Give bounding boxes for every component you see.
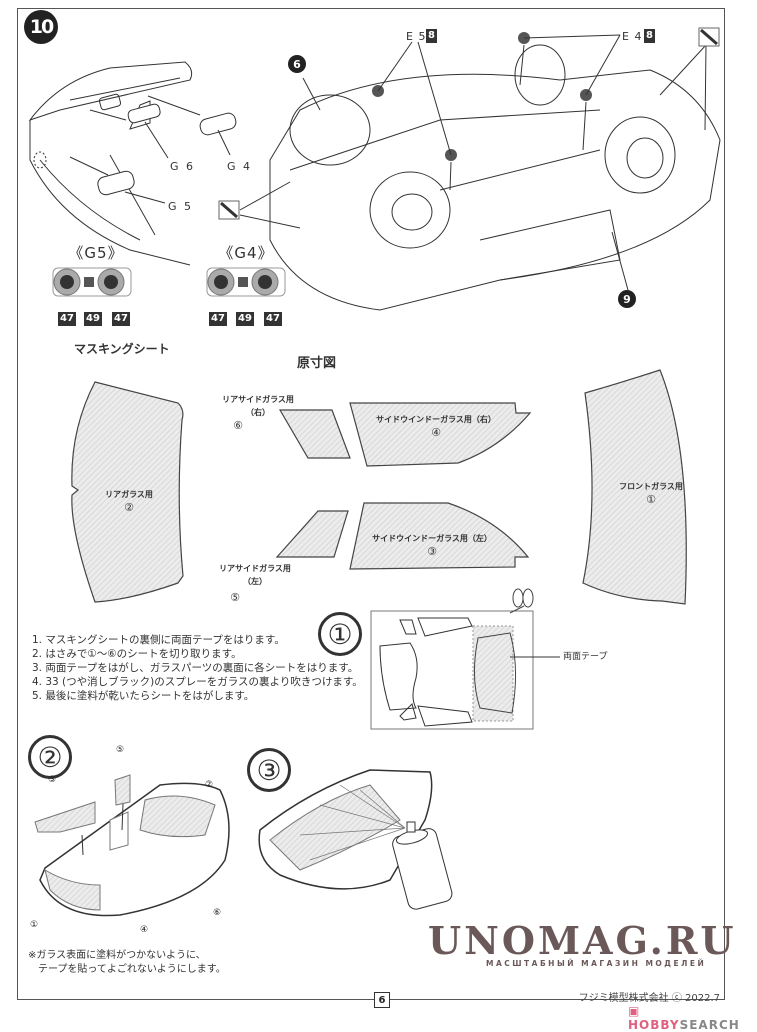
mask-label-num: ③ (427, 545, 437, 558)
mask-label-num: ④ (431, 426, 441, 439)
no-glue-icon (218, 200, 240, 220)
mask-label-front-glass: フロントガラス用 ① (606, 480, 696, 506)
lamp-detail-title-g5: 《G5》 (68, 244, 124, 262)
mask-label-num: ⑥ (233, 419, 243, 432)
step2-label: ② (205, 780, 214, 790)
copyright-text: フジミ模型株式会社 ⓒ 2022.7 (578, 993, 720, 1004)
actual-size-title: 原寸図 (297, 356, 337, 371)
color-badge: 8 (644, 29, 655, 43)
mask-label-num: ① (646, 493, 656, 506)
spray-painting-illustration (258, 769, 453, 910)
part-label-g4: G 4 (227, 160, 253, 173)
mask-label-text: リアガラス用 (105, 490, 153, 499)
step-number-badge: 10 (24, 10, 58, 44)
mask-label-rear-side-right: リアサイドガラス用（右） ⑥ (213, 393, 303, 432)
mask-label-text: サイドウインドーガラス用（右） (376, 415, 496, 424)
note-line: ※ガラス表面に塗料がつかないように、 (28, 950, 206, 961)
mask-label-text: サイドウインドーガラス用（左） (372, 534, 492, 543)
color-badge: 47 (58, 312, 76, 326)
part-label-g6: G 6 (170, 160, 196, 173)
no-glue-icon (698, 27, 720, 47)
lamp-diagram-g5 (52, 267, 132, 297)
color-badge: 8 (426, 29, 437, 43)
mask-label-text: リアサイドガラス用（左） (219, 564, 291, 586)
instruction-item: 5. 最後に塗料が乾いたらシートをはがします。 (32, 690, 255, 702)
frame-top-border (17, 8, 724, 9)
watermark-logo: UNOMAG.RU (428, 918, 737, 963)
mask-label-side-window-left: サイドウインドーガラス用（左） ③ (362, 532, 502, 558)
lamp-detail-title-g4: 《G4》 (218, 244, 274, 262)
color-badge: 49 (236, 312, 254, 326)
mask-label-rear-side-left: リアサイドガラス用（左） ⑤ (210, 562, 300, 604)
hobby-text: HOBBY (628, 1018, 680, 1032)
note-line: テープを貼ってよごれないようにします。 (28, 964, 226, 975)
masking-sheet-cut-diagram (370, 588, 534, 730)
lamp-diagram-g4 (206, 267, 286, 297)
hobby-search-watermark: ▣ HOBBYSEARCH (628, 1004, 740, 1032)
mask-label-text: フロントガラス用 (619, 482, 683, 491)
car-underside-illustration (239, 32, 721, 311)
masking-sheet-shapes (71, 369, 687, 605)
instruction-list: 1. マスキングシートの裏側に両面テープをはります。 2. はさみで①～⑥のシー… (32, 633, 363, 703)
color-badge: 47 (209, 312, 227, 326)
tape-label: 両面テープ (563, 652, 608, 662)
instruction-item: 3. 両面テープをはがし、ガラスパーツの裏面に各シートをはります。 (32, 662, 359, 674)
step2-label: ⑥ (213, 908, 222, 918)
search-text: SEARCH (679, 1018, 740, 1032)
callout-badge-9: 9 (618, 290, 636, 308)
instruction-item: 2. はさみで①～⑥のシートを切り取ります。 (32, 648, 242, 660)
mask-label-text: リアサイドガラス用（右） (222, 395, 294, 417)
instruction-item: 1. マスキングシートの裏側に両面テープをはります。 (32, 634, 285, 646)
leader-line (510, 656, 560, 658)
part-label-e5: E 5 (406, 30, 427, 43)
color-badge: 47 (264, 312, 282, 326)
instruction-item: 4. 33 (つや消しブラック)のスプレーをガラスの裏より吹きつけます。 (32, 676, 363, 688)
step2-label: ③ (48, 775, 57, 785)
mask-label-side-window-right: サイドウインドーガラス用（右） ④ (366, 413, 506, 439)
page-frame (17, 8, 725, 1000)
part-label-g5: G 5 (168, 200, 194, 213)
rear-bumper-illustration (28, 61, 237, 266)
masking-sheet-title: マスキングシート (74, 342, 170, 356)
callout-badge-6: 6 (288, 55, 306, 73)
substep-1-badge: ① (318, 612, 362, 656)
substep-3-badge: ③ (247, 748, 291, 792)
part-label-e4: E 4 (622, 30, 643, 43)
glass-masking-illustration (34, 774, 230, 917)
mask-label-num: ⑤ (230, 591, 240, 604)
watermark-subtitle: МАСШТАБНЫЙ МАГАЗИН МОДЕЛЕЙ (486, 959, 707, 968)
color-badge: 47 (112, 312, 130, 326)
step2-label: ⑤ (116, 745, 125, 755)
substep-2-badge: ② (28, 735, 72, 779)
step2-label: ④ (140, 925, 149, 935)
caution-note: ※ガラス表面に塗料がつかないように、 テープを貼ってよごれないようにします。 (28, 949, 226, 977)
page-number: 6 (374, 992, 390, 1008)
mask-label-rear-glass: リアガラス用 ② (84, 488, 174, 514)
mask-label-num: ② (124, 501, 134, 514)
step2-label: ① (30, 920, 39, 930)
color-badge: 49 (84, 312, 102, 326)
